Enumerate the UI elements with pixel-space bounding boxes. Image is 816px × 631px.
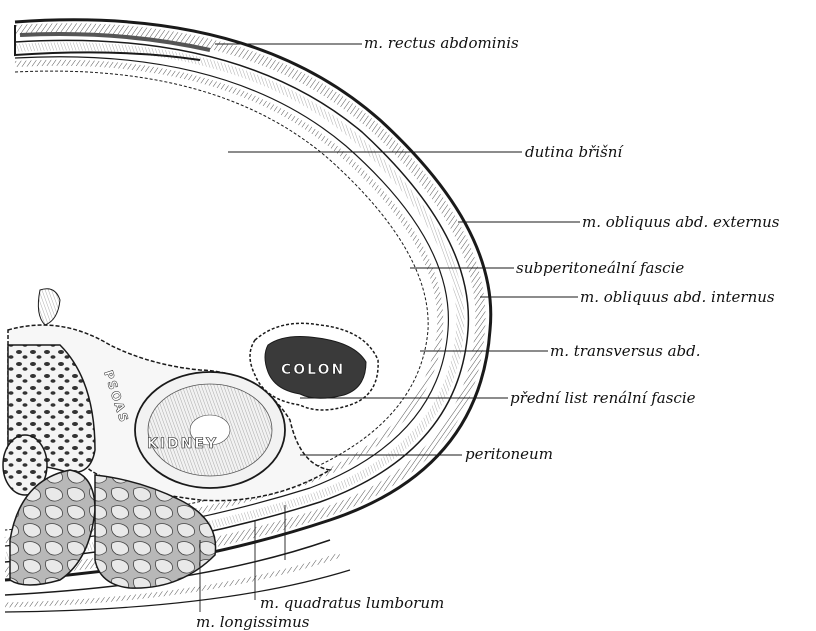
label-transversus: m. transversus abd. xyxy=(550,342,701,360)
label-obliquus-internus: m. obliquus abd. internus xyxy=(580,288,775,306)
label-obliquus-externus: m. obliquus abd. externus xyxy=(582,213,780,231)
colon-label: COLON xyxy=(281,362,345,378)
kidney: KIDNEY xyxy=(135,372,285,488)
label-renal-fascia: přední list renální fascie xyxy=(510,389,696,407)
label-rectus-abdominis: m. rectus abdominis xyxy=(364,34,519,52)
label-abdominal-cavity: dutina břišní xyxy=(525,143,624,161)
label-longissimus: m. longissimus xyxy=(196,613,310,631)
label-peritoneum: peritoneum xyxy=(465,445,553,463)
label-quadratus-lumborum: m. quadratus lumborum xyxy=(260,594,444,612)
kidney-label: KIDNEY xyxy=(147,436,218,452)
label-subperitoneal-fascia: subperitoneální fascie xyxy=(516,259,684,277)
